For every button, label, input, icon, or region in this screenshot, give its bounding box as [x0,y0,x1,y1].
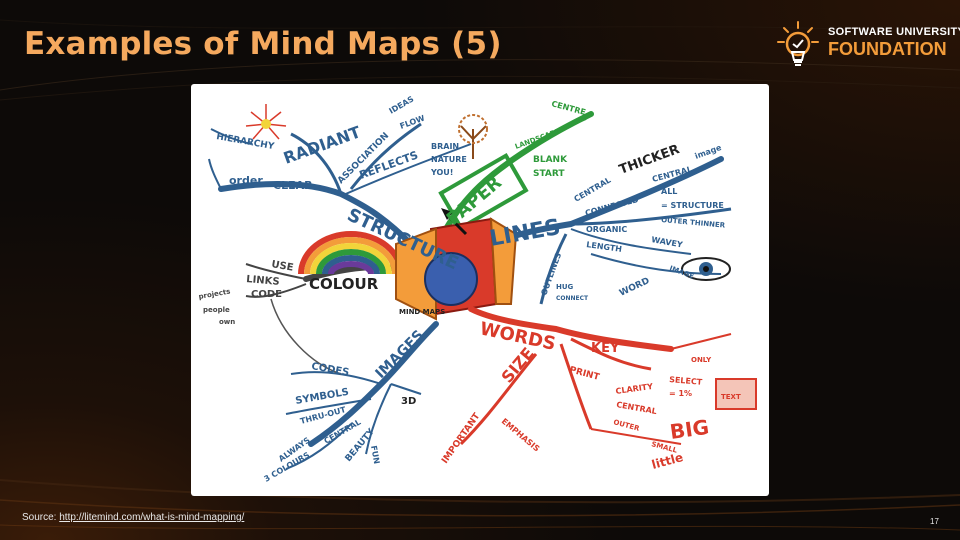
source-citation: Source: http://litemind.com/what-is-mind… [22,512,244,523]
lines-item-hug: HUG [556,283,574,291]
slide-title: Examples of Mind Maps (5) [24,26,502,62]
words-item-emphasis: EMPHASIS [500,417,542,454]
images-item-3d: 3D [401,396,416,407]
structure-item-you: YOU! [430,168,453,177]
lines-item-outer-thinner: OUTER THINNER [661,216,726,230]
paper-item-landscape: LANDSCAPE [514,127,561,151]
lines-item-wavey: WAVEY [651,235,684,249]
words-item-text: TEXT [721,393,741,401]
words-item-one-percent: = 1% [669,389,692,398]
lines-item-structure: = STRUCTURE [661,201,724,210]
words-item-clarity: CLARITY [615,382,654,396]
lines-item-central: CENTRAL [573,175,613,203]
images-item-codes: CODES [310,361,350,378]
structure-item-hierarchy: HIERARCHY [215,132,275,152]
paper-item-start: START [533,169,565,179]
mind-map-image: STRUCTURE RADIANT HIERARCHY order CLEAR … [191,84,769,496]
images-item-fun: FUN [369,445,381,465]
lines-item-word: WORD [618,276,651,299]
branch-label-images: IMAGES [373,327,428,382]
colour-item-projects: projects [198,288,231,301]
words-item-central: CENTRAL [616,400,658,416]
colour-item-own: own [219,318,235,326]
words-item-key: KEY [591,341,620,356]
structure-item-order: order [229,174,263,187]
words-item-big: BIG [668,415,710,444]
words-item-outer: OUTER [612,418,640,433]
colour-item-links: LINKS [246,274,280,288]
paper-item-centre: CENTRE [550,99,586,117]
words-item-select: SELECT [669,375,703,387]
structure-item-clear: CLEAR [273,179,313,192]
lightbulb-icon [777,21,819,66]
page-number: 17 [930,517,939,526]
mind-map-drawing: STRUCTURE RADIANT HIERARCHY order CLEAR … [198,94,757,484]
logo-line-2: FOUNDATION [828,39,947,59]
center-label: MIND MAPS [399,308,445,316]
structure-item-nature: NATURE [431,155,467,164]
structure-item-ideas: IDEAS [388,94,416,115]
branch-label-colour: COLOUR [309,275,379,293]
source-link[interactable]: http://litemind.com/what-is-mind-mapping… [59,512,245,523]
paper-item-blank: BLANK [533,155,568,165]
software-university-logo: SOFTWARE UNIVERSITY FOUNDATION [776,18,960,72]
lines-item-connect: CONNECT [556,295,589,302]
colour-item-use: USE [270,259,294,274]
structure-item-brain: BRAIN [431,142,459,151]
colour-item-code: CODE [251,289,282,300]
lines-item-all: ALL [661,187,677,196]
words-item-little: little [650,450,684,472]
lines-item-organic: ORGANIC [586,225,627,234]
words-item-important: IMPORTANT [440,411,483,466]
source-prefix: Source: [22,512,60,523]
branch-label-lines: LINES [488,215,563,252]
lines-item-connected: CONNECTED [584,195,640,218]
words-item-only: ONLY [691,356,712,364]
logo-line-1: SOFTWARE UNIVERSITY [828,26,960,38]
colour-item-people: people [203,306,230,314]
